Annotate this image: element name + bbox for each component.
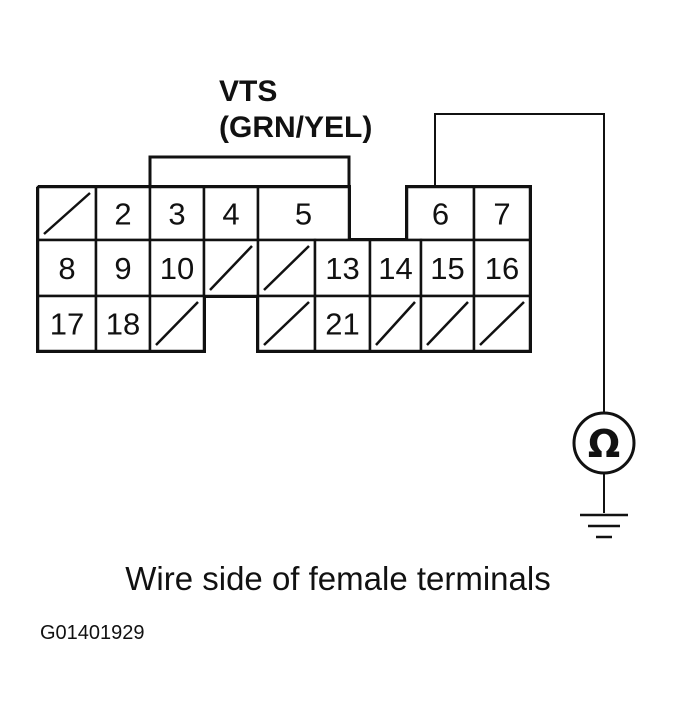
terminal-21: 21 [313, 294, 372, 353]
terminal-blank [256, 238, 317, 298]
terminal-label: 2 [114, 197, 131, 232]
figure-id: G01401929 [40, 622, 145, 644]
blank-cavity-slash [209, 245, 253, 291]
terminal-label: 21 [325, 307, 359, 342]
blank-cavity-slash [426, 301, 469, 346]
terminal-bracket [148, 155, 351, 187]
terminal-2: 2 [94, 185, 152, 242]
terminal-blank [148, 294, 206, 353]
terminal-label: 8 [58, 251, 75, 286]
label-vts: VTS [219, 75, 277, 108]
terminal-6: 6 [405, 185, 476, 242]
terminal-label: 15 [430, 251, 464, 286]
terminal-label: 16 [485, 251, 519, 286]
diagram-caption: Wire side of female terminals [125, 560, 551, 597]
blank-cavity-slash [375, 301, 416, 346]
terminal-blank [368, 294, 423, 353]
terminal-label: 14 [378, 251, 412, 286]
terminal-blank [36, 185, 98, 242]
label-wire-color: (GRN/YEL) [219, 111, 372, 144]
terminal-9: 9 [94, 238, 152, 298]
terminal-15: 15 [419, 238, 476, 298]
terminal-label: 4 [222, 197, 239, 232]
terminal-18: 18 [94, 294, 152, 353]
blank-cavity-slash [43, 192, 91, 235]
probe-wire [434, 113, 605, 413]
terminal-blank [202, 238, 260, 298]
terminal-14: 14 [368, 238, 423, 298]
terminal-4: 4 [202, 185, 260, 242]
terminal-7: 7 [472, 185, 532, 242]
terminal-8: 8 [36, 238, 98, 298]
terminal-blank [472, 294, 532, 353]
terminal-label: 6 [432, 197, 449, 232]
ohm-icon: Ω [588, 422, 620, 466]
terminal-10: 10 [148, 238, 206, 298]
blank-cavity-slash [479, 301, 525, 346]
terminal-blank [256, 294, 317, 353]
blank-cavity-slash [155, 301, 199, 346]
terminal-label: 7 [493, 197, 510, 232]
terminal-label: 17 [50, 307, 84, 342]
terminal-label: 9 [114, 251, 131, 286]
terminal-3: 3 [148, 185, 206, 242]
ground-icon [580, 513, 628, 539]
terminal-16: 16 [472, 238, 532, 298]
terminal-13: 13 [313, 238, 372, 298]
terminal-label: 13 [325, 251, 359, 286]
terminal-label: 10 [160, 251, 194, 286]
terminal-label: 18 [106, 307, 140, 342]
blank-cavity-slash [263, 245, 310, 291]
terminal-blank [419, 294, 476, 353]
terminal-5: 5 [256, 185, 351, 242]
terminal-label: 5 [295, 197, 312, 232]
terminal-17: 17 [36, 294, 98, 353]
blank-cavity-slash [263, 301, 310, 346]
terminal-label: 3 [168, 197, 185, 232]
